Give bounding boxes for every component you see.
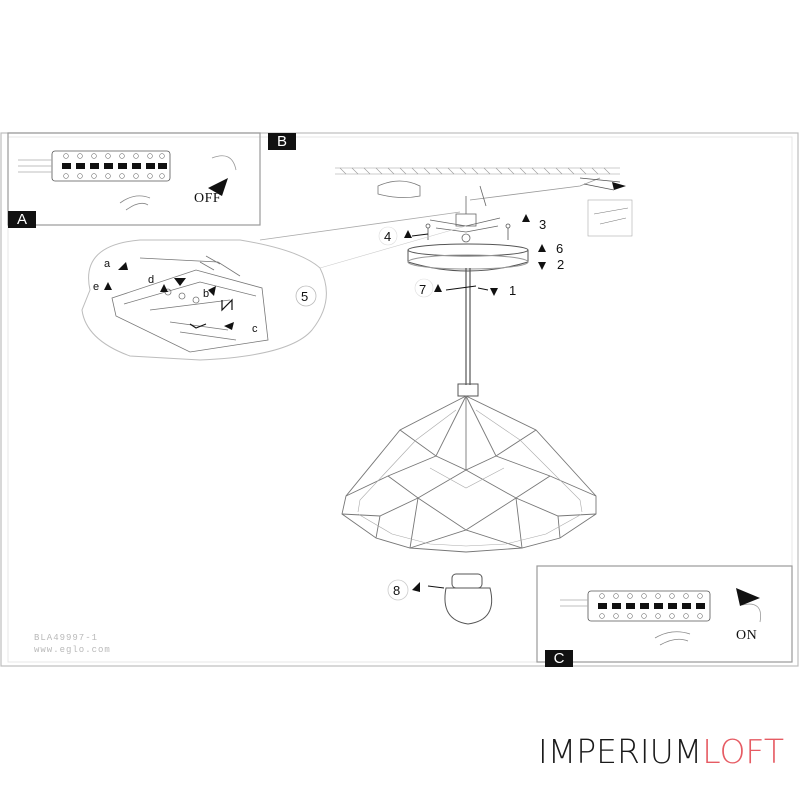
canopy [407, 243, 529, 272]
label-e-arrow-icon [104, 282, 112, 290]
label-a-arrow-icon [118, 262, 128, 270]
hand-c [654, 631, 691, 646]
terminal-block-b [18, 150, 171, 182]
panel-c-label: C [545, 650, 573, 667]
terminal-block-c-slots [598, 603, 705, 609]
label-b-arrow-icon [208, 286, 216, 296]
step-7-arrow-icon [434, 284, 442, 292]
light-bulb [444, 573, 493, 625]
terminal-e-label: e [93, 281, 100, 293]
magnifier-leader-1 [259, 211, 461, 241]
label-c-arrow-icon [224, 322, 234, 330]
detail-inset [587, 199, 633, 237]
ceiling [335, 167, 620, 175]
mounting-bracket [377, 180, 421, 198]
label-d2-arrow-icon [174, 278, 186, 286]
watermark-logo: IMPERIUMLOFT [538, 732, 784, 771]
suspension-rod [465, 268, 471, 385]
terminal-block-c [560, 590, 711, 622]
terminal-block-b-screws [63, 153, 165, 179]
step-4-arrow-icon [404, 230, 412, 238]
doc-url: www.eglo.com [34, 645, 111, 655]
doc-code: BLA49997-1 [34, 633, 99, 643]
screw-detail [579, 177, 621, 191]
step-4-circle [378, 226, 398, 246]
terminal-d-label: d [148, 274, 155, 286]
terminal-c-label: c [252, 323, 258, 335]
panel-b-label: B [268, 133, 296, 150]
step-2-arrow-icon [538, 262, 546, 270]
magnifier-leader-2 [319, 225, 467, 269]
step-1-line [477, 287, 489, 291]
lamp-holder [457, 383, 479, 397]
off-arrow-icon [208, 178, 228, 196]
step-8-label: 8 [393, 583, 401, 598]
step-5-circle [295, 285, 317, 307]
glyph-n [221, 298, 233, 312]
detail-arrow-icon [612, 182, 626, 190]
sheet-frame [0, 132, 799, 667]
off-label: OFF [194, 191, 222, 206]
label-d-arrow-icon [160, 284, 168, 292]
step-5-label: 5 [301, 289, 309, 304]
step-7-circle [414, 278, 434, 298]
bulb-arrow-icon [427, 585, 445, 589]
switch-curve-b [211, 155, 237, 171]
step-3-label: 3 [539, 217, 547, 232]
geometric-shade [341, 395, 597, 553]
screw-right [505, 223, 511, 240]
shade-inner-frame [357, 409, 583, 547]
detail-inset-tool [593, 207, 629, 225]
on-arrow-icon [736, 588, 760, 606]
magnifier-outline [81, 239, 327, 361]
bracket-arm [469, 177, 601, 201]
panel-a-label: A [8, 211, 36, 228]
glyph-l [189, 323, 207, 329]
switch-curve-c [741, 603, 761, 623]
terminal-block-b-slots [62, 163, 167, 169]
watermark-part2: LOFT [702, 732, 784, 771]
step-6-label: 6 [556, 241, 564, 256]
step-6-arrow-icon [538, 244, 546, 252]
step-7-label: 7 [419, 282, 427, 297]
step-3-arrow-icon [522, 214, 530, 222]
step-1-arrow-icon [490, 288, 498, 296]
step-1-label: 1 [509, 283, 517, 298]
step-2-label: 2 [557, 257, 565, 272]
on-label: ON [736, 628, 758, 643]
terminal-b-label: b [203, 288, 210, 300]
panel-b-box [7, 132, 261, 226]
step-4-line [411, 233, 429, 237]
connector-detail [111, 255, 269, 353]
watermark-part1: IMPERIUM [538, 732, 703, 771]
terminal-a-label: a [104, 258, 111, 270]
panel-c-box [536, 565, 793, 663]
step-4-label: 4 [384, 229, 392, 244]
step-7-line [445, 285, 477, 291]
hand-b [119, 195, 151, 211]
bulb-arrow-head-icon [412, 582, 420, 592]
terminal-block-c-screws [599, 593, 703, 619]
step-8-circle [387, 579, 409, 601]
sheet-frame-inner [7, 136, 793, 663]
